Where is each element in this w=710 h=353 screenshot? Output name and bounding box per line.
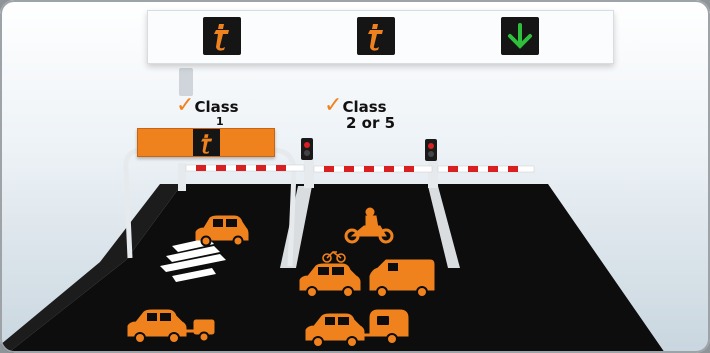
overhead-gantry [147, 10, 614, 64]
toll-tag-sign-icon [203, 17, 241, 55]
barrier-arm-1 [186, 165, 304, 171]
toll-tag-sign-icon [193, 129, 220, 156]
green-down-arrow-icon [501, 17, 539, 55]
signal-post-1 [304, 158, 314, 188]
lane-2-label: ✓Class 2 or 5 [324, 98, 395, 131]
lane-1-label: ✓Class 1 [176, 98, 239, 115]
signal-post-2 [428, 160, 438, 188]
booth-post [178, 163, 186, 191]
lane-1-class-number: 1 [216, 114, 224, 130]
checkmark-icon: ✓ [324, 93, 342, 118]
toll-tag-sign-icon [357, 17, 395, 55]
camera-box [179, 68, 193, 96]
barrier-arm-2 [314, 166, 432, 172]
traffic-light-icon [425, 139, 437, 161]
barrier-arm-3 [438, 166, 534, 172]
checkmark-icon: ✓ [176, 93, 194, 118]
booth-sign [137, 128, 275, 157]
traffic-light-icon [301, 138, 313, 160]
